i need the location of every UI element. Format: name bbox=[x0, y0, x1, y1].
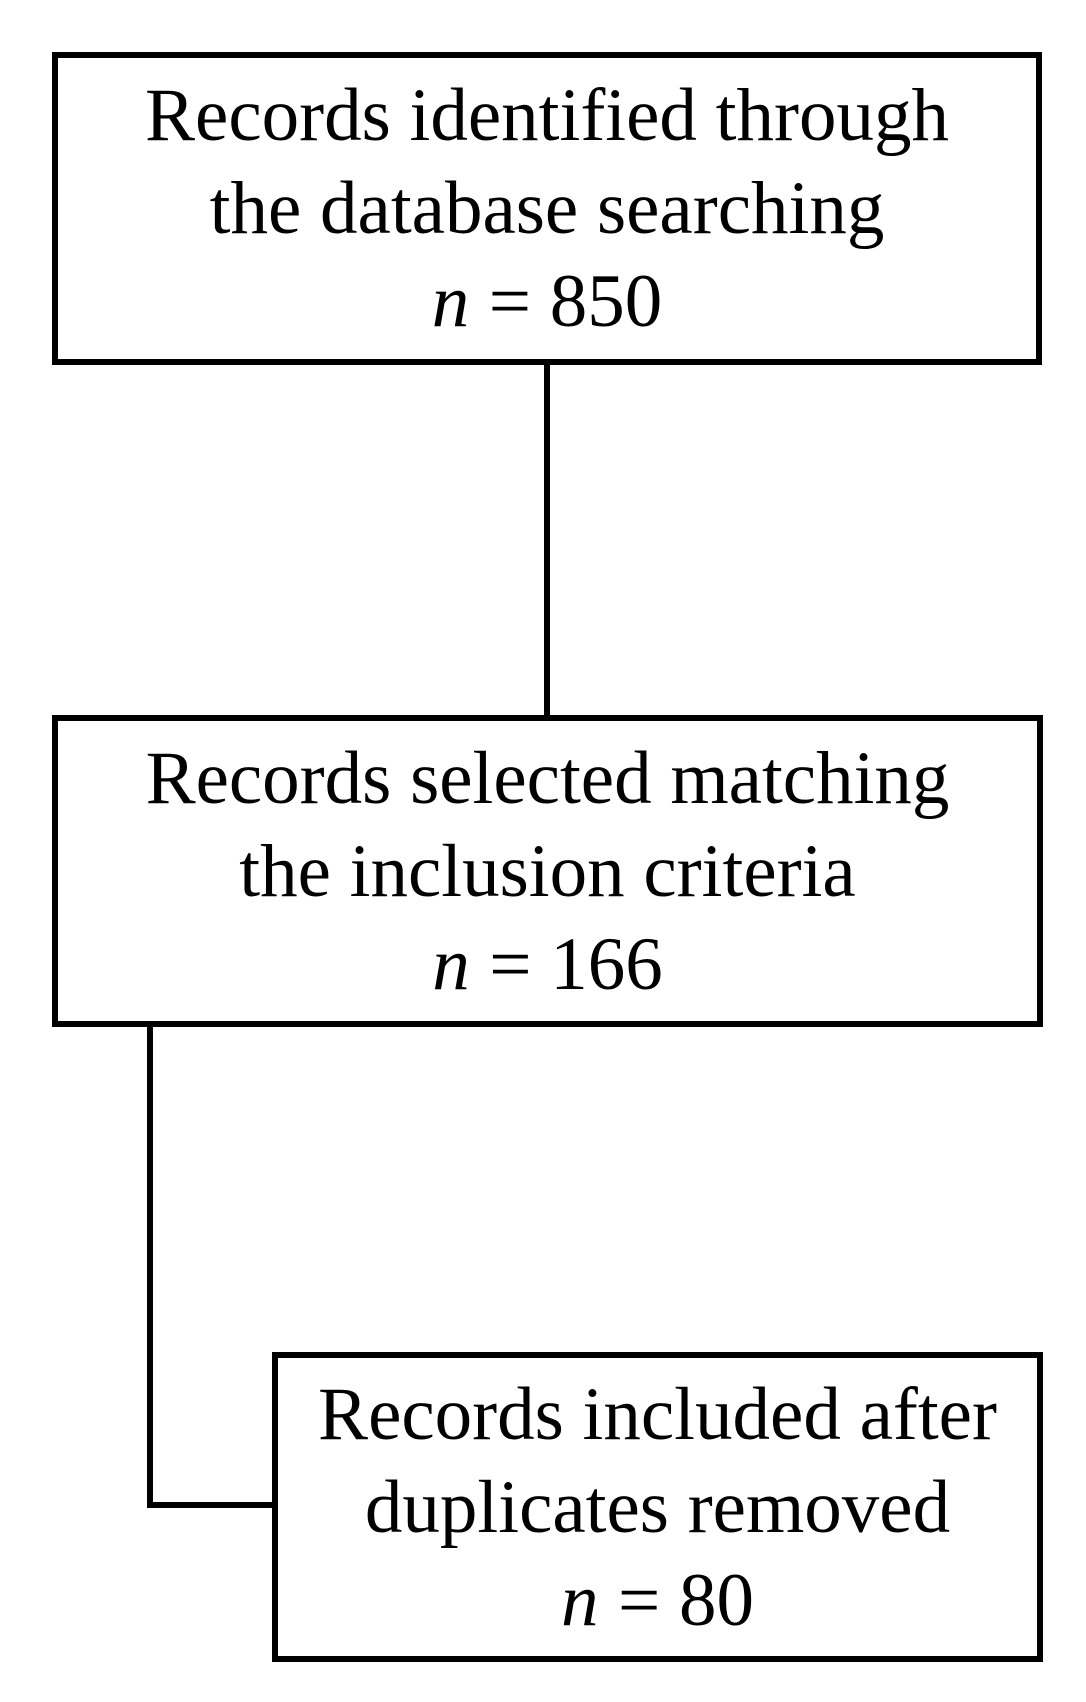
flowchart-box-records-selected: Records selected matching the inclusion … bbox=[52, 715, 1043, 1027]
box-text-line: duplicates removed bbox=[364, 1465, 951, 1549]
n-symbol: n bbox=[560, 1558, 599, 1642]
box-count-line: n= 80 bbox=[561, 1554, 754, 1647]
box-count-line: n= 850 bbox=[432, 255, 663, 348]
connector-selected-to-included-horizontal-segment bbox=[147, 1502, 274, 1508]
box-text-line: Records included after bbox=[318, 1372, 997, 1456]
box-text-line: the inclusion criteria bbox=[239, 829, 856, 913]
n-symbol: n bbox=[431, 260, 470, 343]
n-value: = 166 bbox=[489, 922, 663, 1006]
box-text-line: Records selected matching bbox=[145, 736, 950, 820]
n-value: = 80 bbox=[617, 1558, 755, 1642]
n-symbol: n bbox=[432, 922, 470, 1006]
n-value: = 850 bbox=[488, 260, 663, 343]
connector-identified-to-selected bbox=[544, 363, 550, 717]
box-count-line: n= 166 bbox=[432, 918, 663, 1011]
flowchart-box-records-identified: Records identified through the database … bbox=[52, 52, 1042, 365]
box-text-line: the database searching bbox=[209, 167, 885, 250]
box-text-line: Records identified through bbox=[145, 74, 949, 157]
connector-selected-to-included-vertical-segment bbox=[147, 1025, 153, 1508]
flowchart-box-records-included: Records included after duplicates remove… bbox=[272, 1352, 1043, 1662]
